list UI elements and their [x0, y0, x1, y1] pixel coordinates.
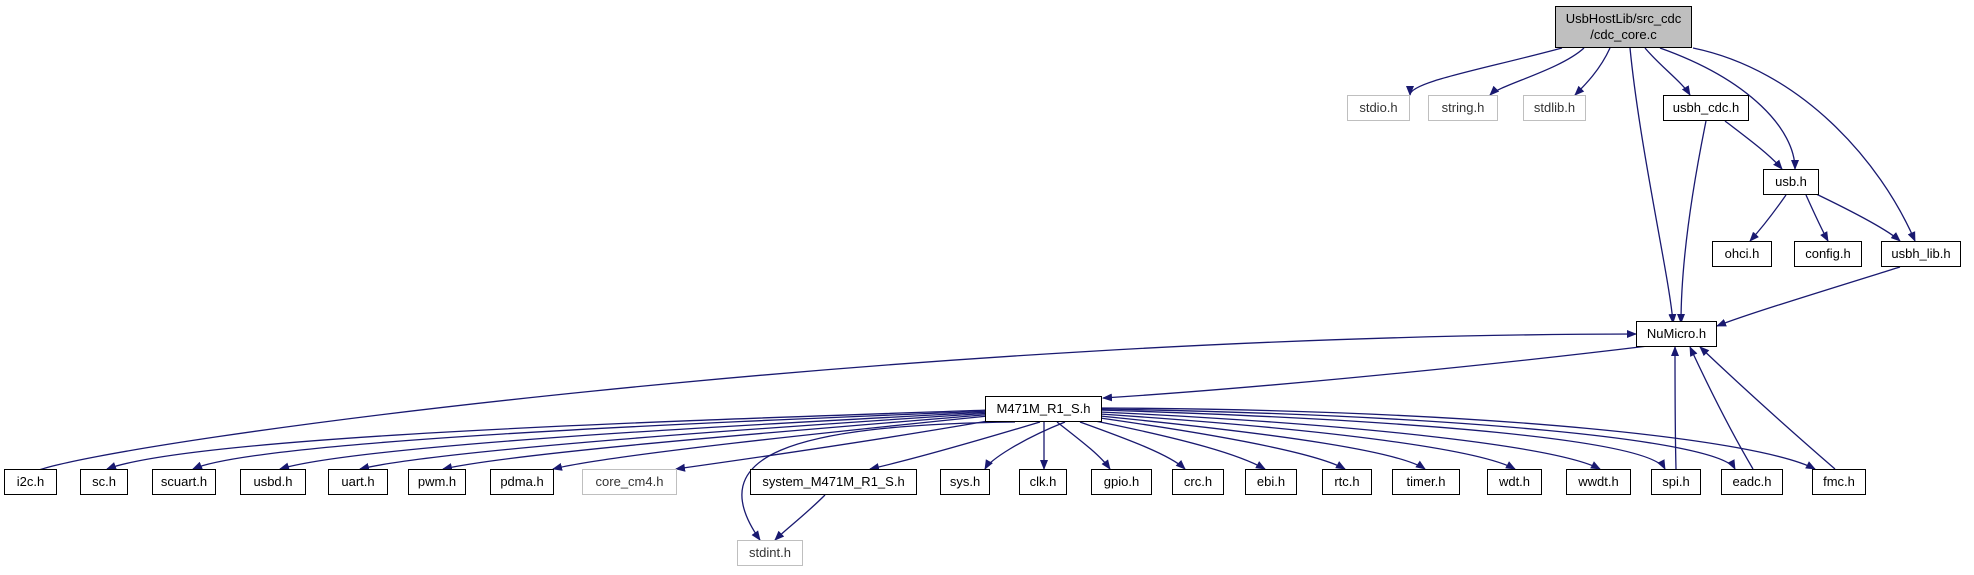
edge-m471-ebi: [1089, 419, 1266, 470]
node-pwm[interactable]: pwm.h: [408, 469, 466, 495]
node-gpio[interactable]: gpio.h: [1091, 469, 1152, 495]
edge-m471-crc: [1079, 421, 1186, 470]
edge-m471-usbd: [279, 411, 991, 471]
edge-m471-sc: [106, 409, 991, 470]
node-i2c[interactable]: i2c.h: [4, 469, 57, 495]
node-wwdt[interactable]: wwdt.h: [1566, 469, 1631, 495]
node-string[interactable]: string.h: [1428, 95, 1498, 121]
node-m471m-r1-s[interactable]: M471M_R1_S.h: [985, 396, 1102, 422]
edge-m471-wwdt: [1099, 411, 1601, 470]
edge-root-usbh_lib: [1692, 47, 1916, 242]
node-numicro[interactable]: NuMicro.h: [1636, 321, 1717, 347]
edge-m471-core_cm4: [675, 417, 1006, 472]
edge-root-usbh_cdc: [1644, 47, 1691, 96]
edge-m471-gpio: [1056, 421, 1111, 470]
edge-i2c-numicro: [35, 330, 1637, 472]
edge-numicro-m471: [1102, 345, 1649, 402]
node-system-m471m-r1-s[interactable]: system_M471M_R1_S.h: [750, 469, 917, 495]
node-stdint[interactable]: stdint.h: [737, 540, 803, 566]
node-timer[interactable]: timer.h: [1392, 469, 1460, 495]
node-ebi[interactable]: ebi.h: [1245, 469, 1297, 495]
edge-m471-pdma: [552, 414, 999, 471]
node-usb[interactable]: usb.h: [1763, 169, 1819, 195]
edge-root-numicro: [1629, 47, 1677, 324]
edge-usb-usbh_lib: [1811, 191, 1901, 242]
edge-m471-fmc: [1099, 407, 1816, 470]
node-clk[interactable]: clk.h: [1019, 469, 1067, 495]
node-eadc[interactable]: eadc.h: [1721, 469, 1783, 495]
edge-m471-pwm: [442, 413, 996, 471]
node-uart[interactable]: uart.h: [328, 469, 388, 495]
edge-m471-timer: [1099, 415, 1426, 470]
edge-m471-eadc: [1099, 408, 1736, 470]
edge-usbh_cdc-numicro: [1677, 120, 1707, 324]
node-ohci[interactable]: ohci.h: [1712, 241, 1772, 267]
node-root-cdc-core[interactable]: UsbHostLib/src_cdc /cdc_core.c: [1555, 6, 1692, 48]
node-sys[interactable]: sys.h: [940, 469, 990, 495]
node-rtc[interactable]: rtc.h: [1322, 469, 1372, 495]
edge-m471-stdint: [741, 421, 1016, 541]
root-line-1: UsbHostLib/src_cdc: [1565, 10, 1682, 26]
edge-m471-spi: [1099, 409, 1666, 470]
edge-m471-wdt: [1099, 413, 1516, 470]
node-usbd[interactable]: usbd.h: [240, 469, 306, 495]
node-pdma[interactable]: pdma.h: [490, 469, 554, 495]
edge-spi-numicro: [1671, 346, 1680, 470]
root-line-2: /cdc_core.c: [1590, 27, 1657, 42]
edge-m471-system: [869, 421, 1041, 471]
edges: [35, 47, 1916, 541]
node-spi[interactable]: spi.h: [1651, 469, 1701, 495]
edge-system-stdint: [774, 494, 826, 541]
node-usbh-cdc[interactable]: usbh_cdc.h: [1663, 95, 1749, 121]
node-sc[interactable]: sc.h: [80, 469, 128, 495]
node-stdlib[interactable]: stdlib.h: [1523, 95, 1586, 121]
edge-usb-ohci: [1749, 194, 1787, 242]
node-scuart[interactable]: scuart.h: [152, 469, 216, 495]
node-crc[interactable]: crc.h: [1172, 469, 1224, 495]
node-config[interactable]: config.h: [1794, 241, 1862, 267]
edge-root-string: [1489, 47, 1585, 96]
edge-fmc-numicro: [1699, 346, 1836, 470]
edge-m471-rtc: [1099, 417, 1346, 470]
node-core-cm4[interactable]: core_cm4.h: [582, 469, 677, 495]
edge-m471-scuart: [192, 410, 991, 470]
edge-root-stdlib: [1574, 47, 1611, 96]
node-fmc[interactable]: fmc.h: [1812, 469, 1866, 495]
edge-root-usb: [1659, 47, 1799, 170]
edge-usb-config: [1805, 194, 1829, 242]
node-wdt[interactable]: wdt.h: [1487, 469, 1542, 495]
edge-root-stdio: [1406, 47, 1563, 96]
edge-eadc-numicro: [1689, 346, 1754, 470]
edge-m471-sys: [984, 421, 1066, 470]
node-usbh-lib[interactable]: usbh_lib.h: [1881, 241, 1961, 267]
edge-usbh_lib-numicro: [1716, 266, 1901, 327]
node-stdio[interactable]: stdio.h: [1347, 95, 1410, 121]
edge-m471-uart: [359, 412, 993, 471]
edge-usbh_cdc-usb: [1724, 120, 1783, 170]
